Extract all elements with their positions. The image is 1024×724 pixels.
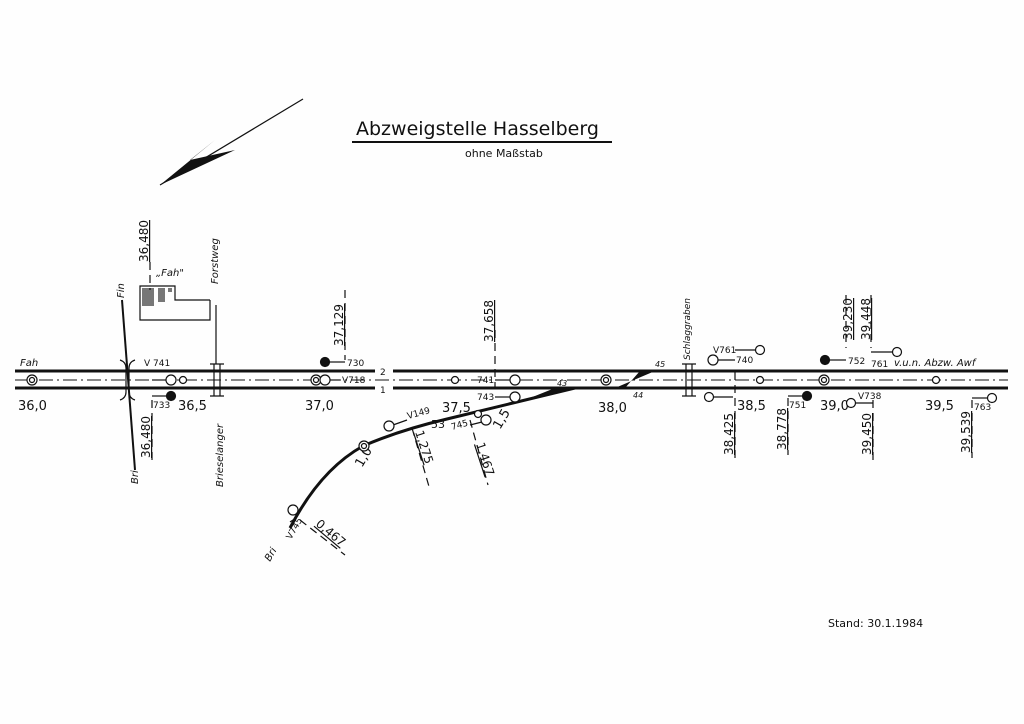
station-bri: Bri (130, 470, 141, 484)
signal-v761: V761 (713, 346, 736, 356)
subtitle: ohne Maßstab (465, 147, 543, 160)
crossing-brieselanger: Brieselanger (215, 423, 226, 487)
branch-km-1-5: 1,5 (490, 407, 513, 432)
switch-43 (520, 388, 575, 402)
marker-37-129: 37,129 (332, 304, 346, 346)
switch-45-label: 45 (655, 360, 665, 369)
building-icon (142, 288, 154, 306)
signal-740: 740 (736, 356, 753, 366)
signal-741: 741 (477, 376, 494, 386)
switch-43-label: 43 (557, 379, 567, 388)
km-39-0: 39,0 (820, 399, 849, 414)
signal-761: 761 (871, 360, 888, 370)
switch-44-label: 44 (633, 391, 643, 400)
marker-1-467: 1,467 (473, 441, 497, 478)
signal-733: 733 (153, 401, 170, 411)
signal-730: 730 (347, 359, 364, 369)
north-arrow-icon (159, 98, 304, 186)
crossing-schlaggraben: Schlaggraben (683, 298, 693, 360)
signal-v741: V 741 (144, 359, 170, 369)
station-fah: Fah (20, 358, 38, 369)
km-37-5: 37,5 (442, 401, 471, 416)
track-1-label: 1 (380, 386, 386, 396)
km-38-5: 38,5 (737, 399, 766, 414)
signals (152, 344, 998, 523)
title: Abzweigstelle Hasselberg (356, 118, 599, 140)
signal-751: 751 (789, 401, 806, 411)
km-38-0: 38,0 (598, 401, 627, 416)
station-fin: Fin (116, 283, 127, 298)
marker-39-448: 39,448 (859, 298, 873, 340)
signal-v745: V745 (285, 516, 305, 541)
signal-v718: V718 (342, 376, 366, 386)
direction-awf: v.u.n. Abzw. Awf (894, 358, 977, 369)
bridges (119, 285, 696, 471)
crossing-forstweg: Forstweg (210, 238, 221, 284)
marker-39-230: 39,230 (841, 298, 855, 340)
branch-km-53: 53 (431, 418, 445, 431)
marker-39-450: 39,450 (860, 413, 874, 455)
km-36-0: 36,0 (18, 399, 47, 414)
branch-direction-bri: Bri (263, 546, 280, 564)
km-37-0: 37,0 (305, 399, 334, 414)
marker-36-480-bottom: 36,480 (139, 416, 153, 458)
km-post-icon (28, 376, 36, 384)
km-39-5: 39,5 (925, 399, 954, 414)
km-markers (149, 262, 973, 556)
km-36-5: 36,5 (178, 399, 207, 414)
marker-37-658: 37,658 (482, 300, 496, 342)
signal-v149: V149 (406, 406, 431, 422)
marker-36-480-top: 36,480 (137, 220, 151, 262)
marker-39-539: 39,539 (959, 411, 973, 453)
signal-743: 743 (477, 393, 494, 403)
stand-date: Stand: 30.1.1984 (828, 617, 923, 630)
signal-v738: V738 (858, 392, 882, 402)
signal-745: 745 (450, 419, 469, 433)
marker-38-778: 38,778 (775, 408, 789, 450)
track-2-label: 2 (380, 368, 386, 378)
signal-763: 763 (974, 403, 991, 413)
marker-38-425: 38,425 (722, 413, 736, 455)
signal-752: 752 (848, 357, 865, 367)
crossover-45-44 (615, 371, 655, 388)
marker-1-275: 1,275 (412, 429, 436, 466)
building-fah-label: „Fah" (156, 268, 184, 279)
